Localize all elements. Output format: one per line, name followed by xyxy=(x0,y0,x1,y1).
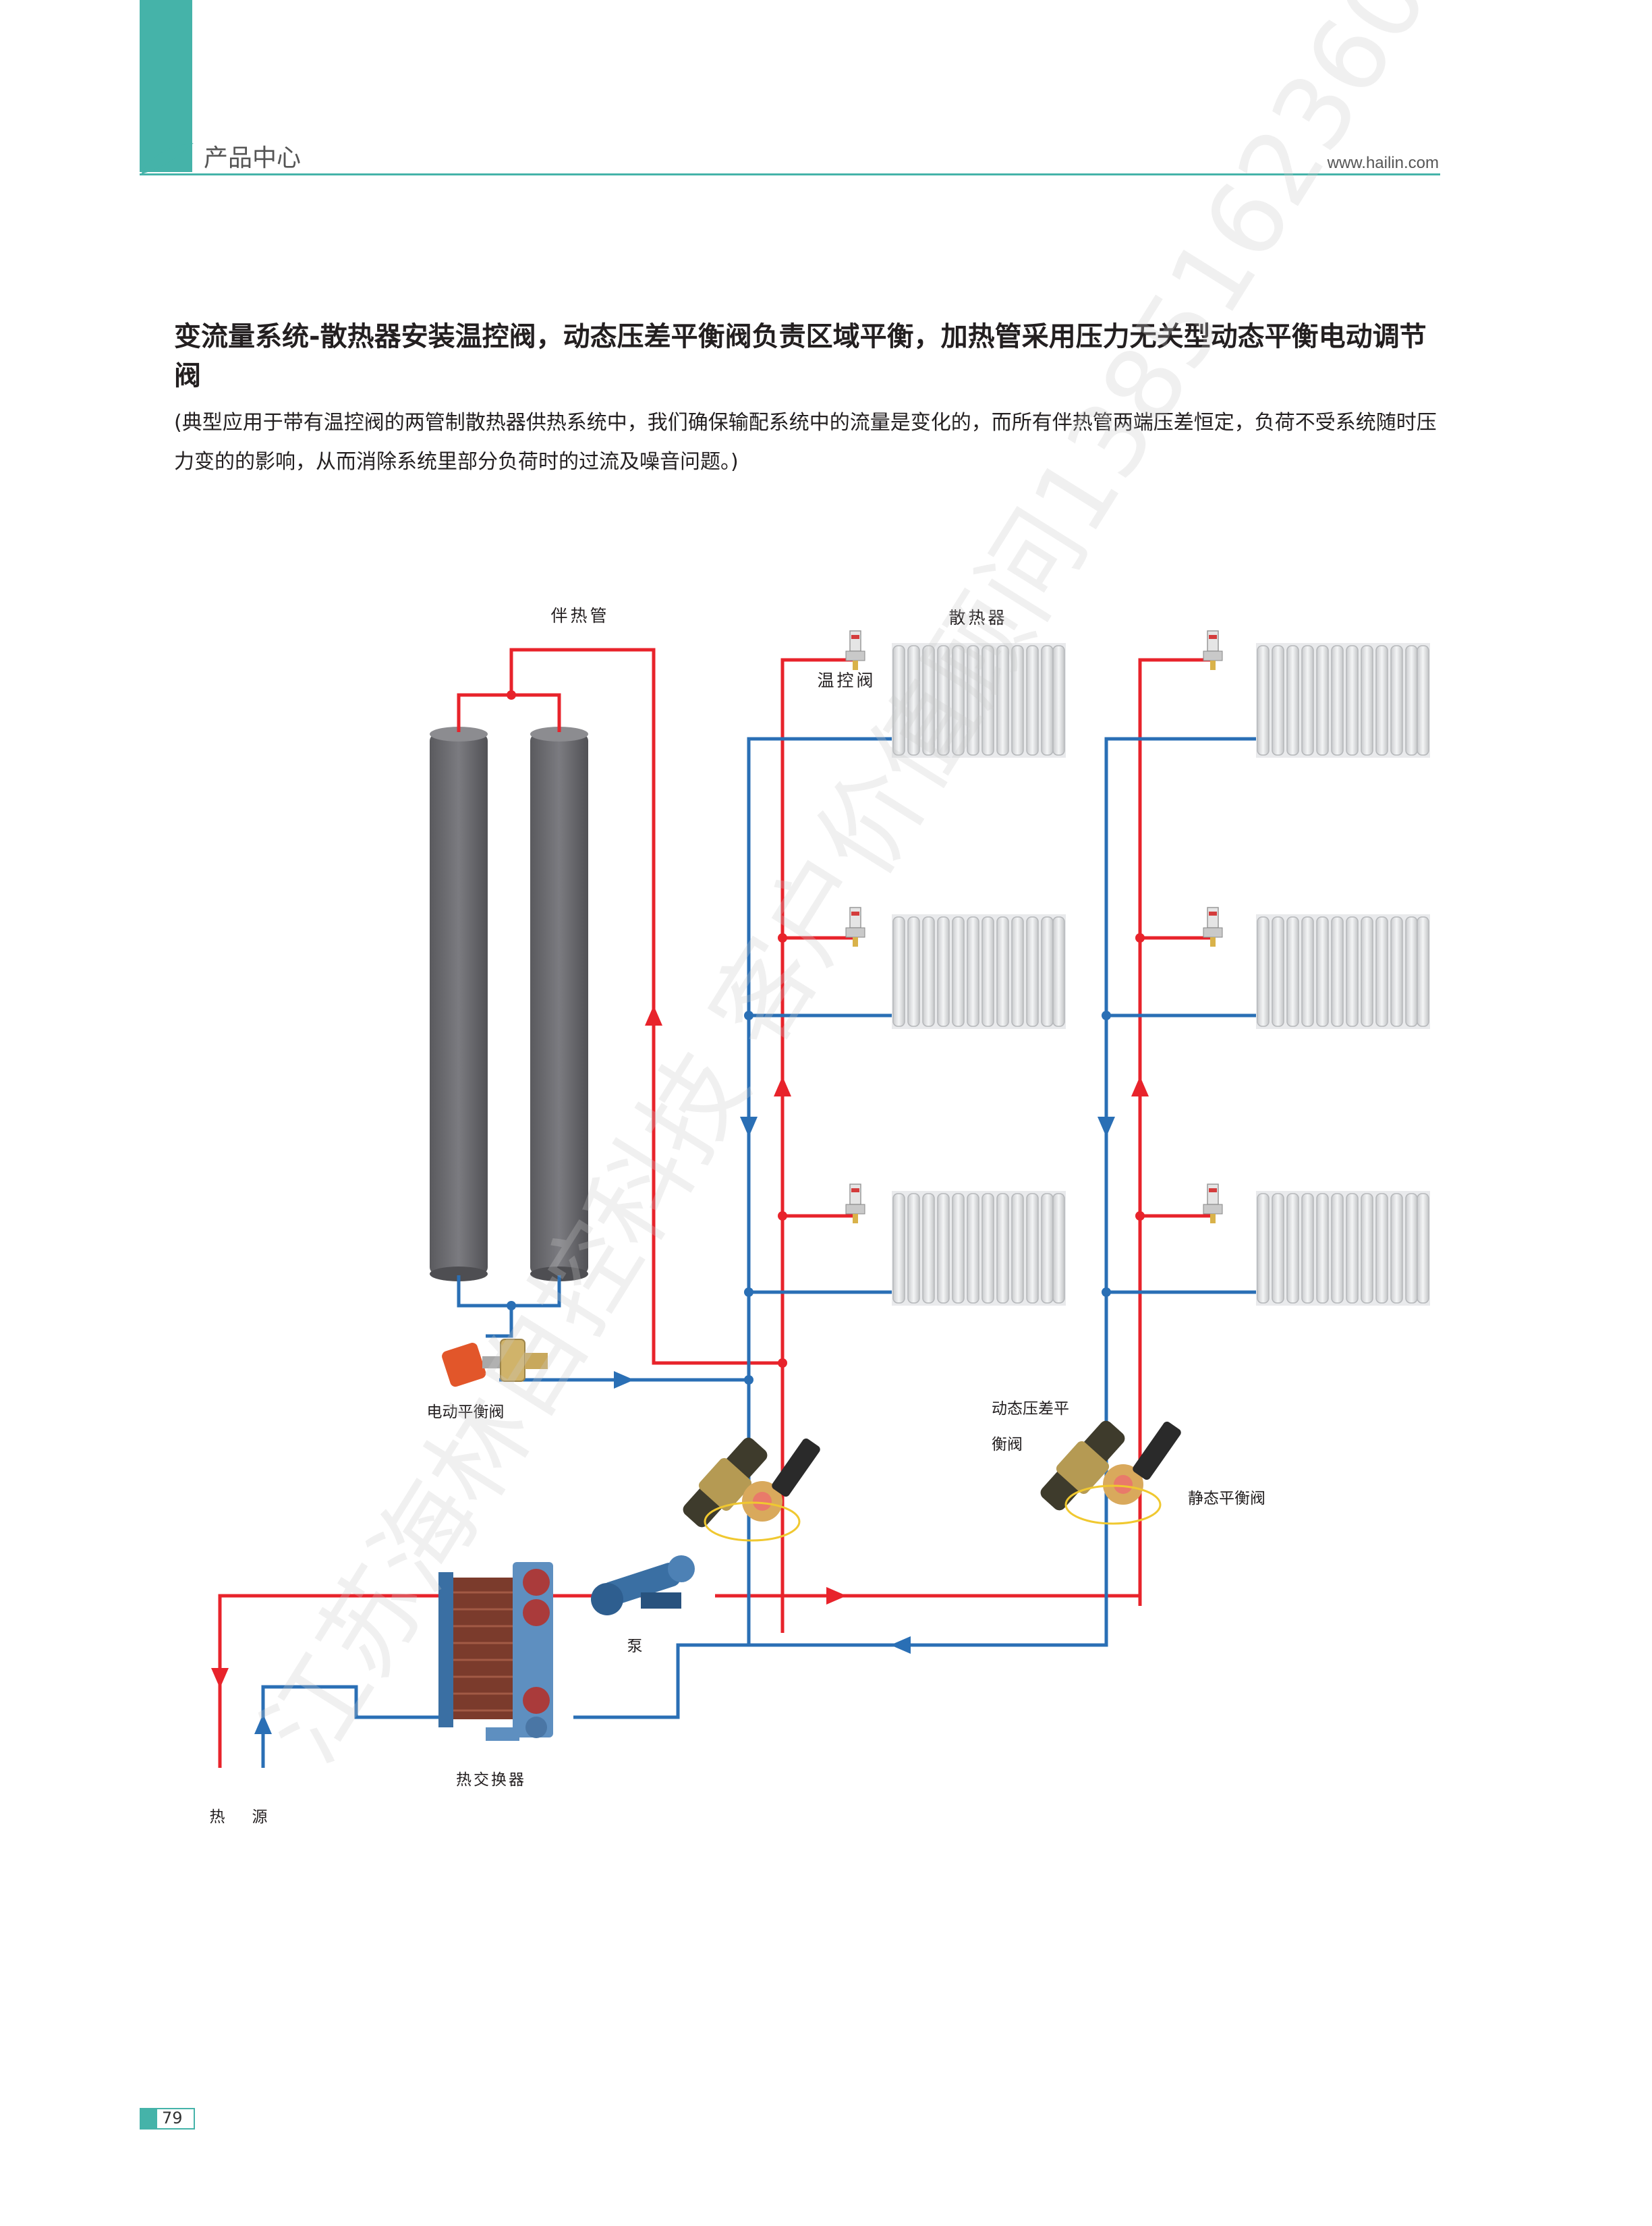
website-url: www.hailin.com xyxy=(1327,154,1439,172)
label-electric-valve: 电动平衡阀 xyxy=(427,1403,505,1421)
label-static-valve: 静态平衡阀 xyxy=(1188,1490,1265,1507)
heat-exchanger-icon xyxy=(438,1562,553,1741)
header-accent-bar xyxy=(140,0,192,172)
junction-dots xyxy=(507,690,1145,1385)
leaf-icon xyxy=(141,143,194,174)
dp-valve-icon-2 xyxy=(1040,1420,1181,1525)
label-pump: 泵 xyxy=(627,1638,643,1655)
label-heat-exchanger: 热交换器 xyxy=(456,1771,526,1789)
flow-arrows xyxy=(211,1005,1149,1734)
label-source: 源 xyxy=(252,1808,268,1826)
label-radiator: 散热器 xyxy=(948,608,1007,628)
page-title: 变流量系统-散热器安装温控阀，动态压差平衡阀负责区域平衡，加热管采用压力无关型动… xyxy=(174,321,1427,391)
return-pipes xyxy=(261,737,1261,1768)
label-dp-valve-1: 动态压差平 xyxy=(992,1400,1069,1418)
heat-trace-tubes xyxy=(430,727,588,1281)
label-dp-valve-2: 衡阀 xyxy=(992,1436,1023,1453)
page-number: 79 xyxy=(162,2109,183,2127)
label-heat: 热 xyxy=(210,1808,225,1826)
label-thermo-valve: 温控阀 xyxy=(817,671,876,690)
header-divider xyxy=(140,173,1440,175)
label-heat-trace: 伴热管 xyxy=(550,606,609,625)
dp-valve-icon-1 xyxy=(683,1437,820,1542)
pump-icon xyxy=(591,1555,695,1615)
electric-valve-icon xyxy=(442,1339,548,1387)
page-description: (典型应用于带有温控阀的两管制散热器供热系统中，我们确保输配系统中的流量是变化的… xyxy=(174,411,1437,474)
diagram-labels: 伴热管 散热器 温控阀 电动平衡阀 动态压差平 衡阀 静态平衡阀 泵 热交换器 … xyxy=(210,606,1266,1826)
section-title: 产品中心 xyxy=(204,144,302,172)
page-number-accent xyxy=(140,2108,157,2130)
